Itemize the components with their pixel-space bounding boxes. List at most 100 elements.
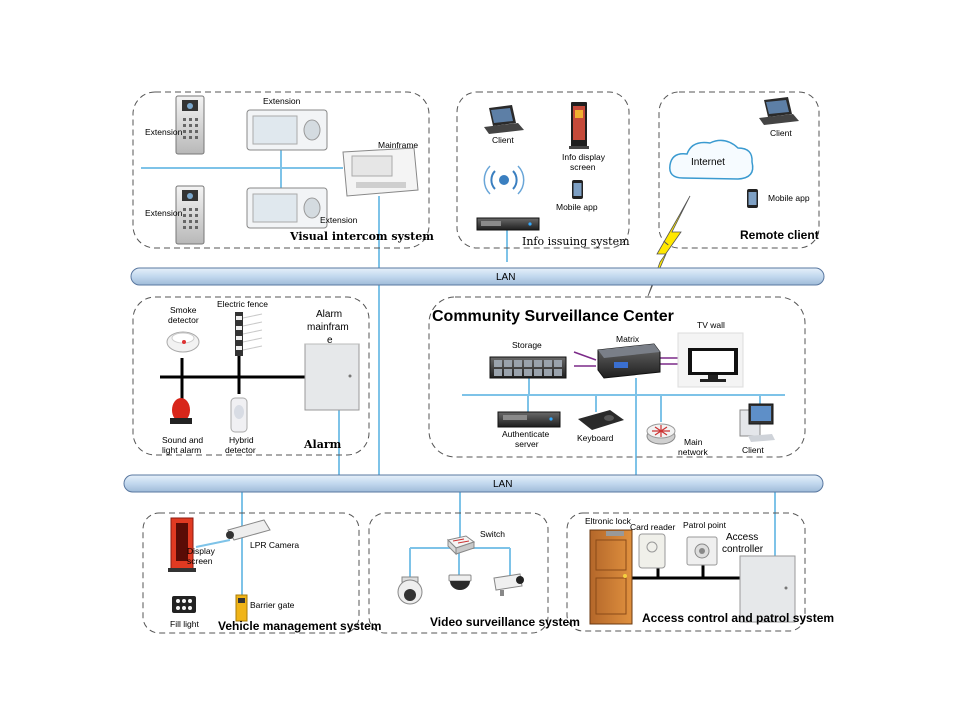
intercom-extension-icon: [246, 109, 328, 151]
smoke-detector-icon: [166, 331, 200, 353]
network-switch-icon: [447, 535, 476, 556]
door-phone-icon: [175, 95, 205, 155]
sound-alarm-label: Sound and: [162, 435, 203, 445]
main-network-label: Main: [684, 437, 703, 447]
cloud-icon: [669, 139, 754, 180]
tv-wall-label: TV wall: [697, 320, 725, 330]
zone-title-video: Video surveillance system: [430, 615, 580, 629]
smoke-detector-label: Smoke: [170, 305, 197, 315]
zone-title-access: Access control and patrol system: [642, 611, 834, 625]
info-display-label: Info display: [562, 152, 606, 162]
traffic-display-icon: [168, 517, 196, 572]
mobile-app-label: Mobile app: [556, 202, 598, 212]
display-screen-label: Display: [187, 546, 216, 556]
zone-visual-intercom: [132, 91, 430, 249]
extension-label: Extension: [145, 127, 183, 137]
alarm-cabinet-icon: [304, 343, 360, 411]
laptop-icon: [759, 97, 799, 125]
authenticate-server-label: Authenticate: [502, 429, 550, 439]
zone-video: [368, 512, 549, 634]
hybrid-detector-label: Hybrid: [229, 435, 254, 445]
extension-label: Extension: [263, 96, 301, 106]
router-icon: [646, 423, 676, 445]
desktop-pc-icon: [739, 403, 775, 442]
door-icon: [589, 529, 633, 625]
switch-label: Switch: [480, 529, 505, 539]
alarm-mainframe-label: e: [327, 335, 333, 346]
storage-label: Storage: [512, 340, 542, 350]
info-display-label: screen: [570, 162, 596, 172]
alarm-mainframe-label: Alarm: [316, 309, 342, 320]
rack-server-icon: [497, 411, 561, 428]
rack-server-icon: [476, 217, 540, 231]
client-label: Client: [742, 445, 764, 455]
door-phone-icon: [175, 185, 205, 245]
ptz-camera-icon: [397, 576, 423, 605]
fill-light-icon: [172, 596, 196, 613]
matrix-icon: [597, 343, 661, 379]
sound-alarm-label: light alarm: [162, 445, 201, 455]
mobile-app-label: Mobile app: [768, 193, 810, 203]
barrier-gate-icon: [235, 594, 248, 622]
client-label: Client: [492, 135, 514, 145]
zone-info-issuing: [456, 91, 630, 249]
zone-title-remote: Remote client: [740, 228, 819, 242]
mobile-phone-icon: [747, 189, 758, 208]
zone-vehicle: [142, 512, 360, 634]
hybrid-detector-icon: [230, 397, 248, 433]
electronic-lock-label: Eltronic lock: [585, 516, 632, 526]
lan-label-lower: LAN: [493, 479, 512, 490]
client-label: Client: [770, 128, 792, 138]
laptop-icon: [484, 105, 524, 134]
patrol-point-icon: [686, 536, 718, 566]
electric-fence-icon: [235, 312, 263, 356]
card-reader-icon: [638, 533, 666, 569]
lan-bus-upper: LAN: [130, 267, 825, 286]
lan-label-upper: LAN: [496, 272, 515, 283]
internet-label: Internet: [691, 157, 725, 168]
matrix-label: Matrix: [616, 334, 640, 344]
lpr-camera-icon: [226, 519, 271, 541]
zone-title-intercom: Visual intercom system: [289, 230, 434, 243]
access-controller-label: controller: [722, 544, 764, 555]
wireless-broadcast-icon: [483, 165, 525, 195]
zone-surveillance-center: [428, 296, 806, 458]
barrier-gate-label: Barrier gate: [250, 600, 295, 610]
lpr-camera-label: LPR Camera: [250, 540, 299, 550]
zone-title-info: Info issuing system: [522, 235, 630, 248]
zone-title-center: Community Surveillance Center: [432, 308, 674, 325]
extension-label: Extension: [145, 208, 183, 218]
authenticate-server-label: server: [515, 439, 539, 449]
electric-fence-label: Electric fence: [217, 299, 268, 309]
access-controller-icon: [739, 555, 796, 623]
lan-bus-lower: LAN: [123, 474, 824, 493]
patrol-point-label: Patrol point: [683, 520, 727, 530]
kiosk-display-icon: [569, 102, 589, 149]
siren-icon: [170, 398, 192, 424]
mobile-phone-icon: [572, 180, 583, 199]
storage-array-icon: [489, 356, 567, 379]
fill-light-label: Fill light: [170, 619, 199, 629]
mainframe-label: Mainframe: [378, 140, 418, 150]
keyboard-icon: [578, 410, 624, 430]
mainframe-icon: [342, 147, 419, 197]
intercom-extension-icon: [246, 187, 328, 229]
monitor-icon: [677, 332, 744, 388]
access-controller-label: Access: [726, 532, 758, 543]
bullet-camera-icon: [493, 573, 524, 596]
main-network-label: network: [678, 447, 709, 457]
extension-label: Extension: [320, 215, 358, 225]
zone-title-vehicle: Vehicle management system: [218, 619, 381, 633]
keyboard-label: Keyboard: [577, 433, 614, 443]
zone-alarm: [132, 296, 370, 456]
dome-camera-icon: [448, 574, 472, 590]
zone-title-alarm: Alarm: [303, 438, 342, 451]
hybrid-detector-label: detector: [225, 445, 256, 455]
zone-access: [566, 512, 806, 632]
smoke-detector-label: detector: [168, 315, 199, 325]
zone-remote-client: [658, 91, 820, 249]
alarm-mainframe-label: mainfram: [307, 322, 349, 333]
card-reader-label: Card reader: [630, 522, 676, 532]
display-screen-label: screen: [187, 556, 213, 566]
